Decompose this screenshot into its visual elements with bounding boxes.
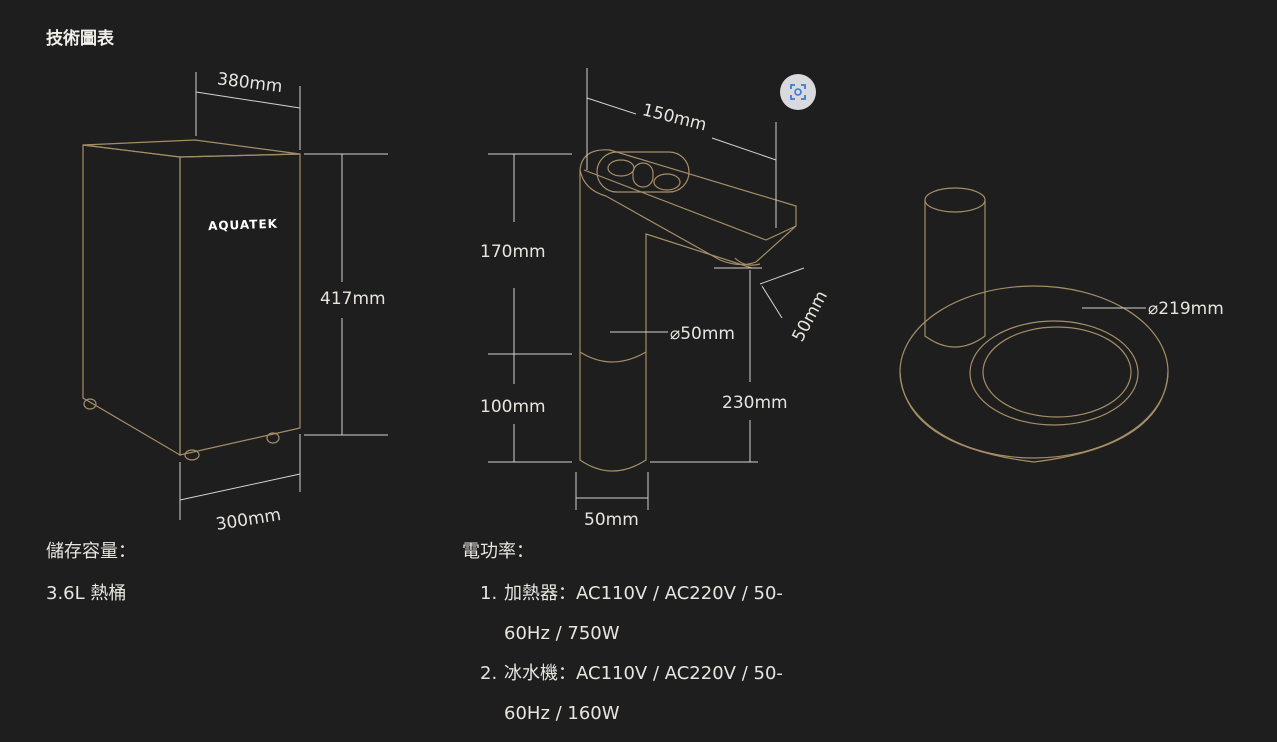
dim-line [759, 267, 805, 285]
unit-foot [83, 398, 97, 410]
scan-icon [790, 84, 806, 100]
list-item: 1. 加熱器：AC110V / AC220V / 50- 60Hz / 750W [480, 574, 840, 654]
depth-label: 300mm [214, 505, 282, 535]
faucet-drawing: 150mm 170mm 100mm ⌀50mm 50mm 230mm [480, 68, 832, 530]
height-label: 417mm [320, 289, 386, 309]
page-title: 技術圖表 [46, 29, 114, 49]
faucet-button [653, 173, 681, 191]
width-label: 380mm [216, 69, 284, 97]
unit-foot [184, 449, 200, 461]
storage-value: 3.6L 熱桶 [46, 583, 127, 604]
base-plate-top [899, 285, 1169, 459]
faucet-outlet [734, 257, 761, 266]
scan-button[interactable] [780, 74, 816, 110]
upper-height-label: 170mm [480, 242, 546, 262]
base-pipe-top [924, 187, 986, 213]
base-drawing: ⌀219mm [899, 187, 1224, 463]
list-item: 2. 冰水機：AC110V / AC220V / 50- 60Hz / 160W [480, 654, 840, 734]
power-label: 電功率： [462, 541, 534, 562]
unit-drawing: AQUATEK 380mm 417mm 300mm [82, 69, 388, 535]
unit-left-face [82, 144, 181, 457]
faucet-joint [579, 351, 647, 363]
base-ring-inner [982, 326, 1132, 418]
base-pipe [924, 200, 986, 348]
faucet-body [579, 170, 753, 472]
list-number: 2. [480, 663, 498, 684]
brand-logo: AQUATEK [208, 217, 278, 233]
dim-line [586, 97, 637, 115]
dim-line [195, 91, 301, 109]
list-text: 冰水機：AC110V / AC220V / 50- [504, 663, 783, 684]
faucet-spout-edge [583, 169, 797, 241]
base-width-label: 50mm [584, 510, 639, 530]
base-plate-edge [899, 371, 1169, 463]
unit-front-face [179, 153, 301, 456]
spout-width-label: 50mm [789, 288, 832, 346]
total-height-label: 230mm [722, 393, 788, 413]
power-list: 1. 加熱器：AC110V / AC220V / 50- 60Hz / 750W… [480, 574, 840, 734]
base-ring-outer [969, 320, 1139, 426]
dim-line [179, 473, 301, 501]
faucet-button [632, 162, 654, 188]
lower-height-label: 100mm [480, 397, 546, 417]
list-number: 1. [480, 583, 498, 604]
spout-length-label: 150mm [640, 100, 708, 135]
base-diameter-label: ⌀219mm [1148, 299, 1224, 319]
storage-label: 儲存容量： [46, 541, 136, 562]
faucet-control-panel [596, 151, 690, 193]
dim-line [761, 285, 783, 319]
list-text: 加熱器：AC110V / AC220V / 50- [504, 583, 783, 604]
unit-foot [266, 432, 280, 444]
dim-line [711, 137, 777, 161]
list-text: 60Hz / 750W [504, 623, 620, 644]
diameter-label: ⌀50mm [670, 324, 735, 344]
list-text: 60Hz / 160W [504, 703, 620, 724]
faucet-button [607, 159, 635, 177]
faucet-spout [579, 149, 797, 266]
